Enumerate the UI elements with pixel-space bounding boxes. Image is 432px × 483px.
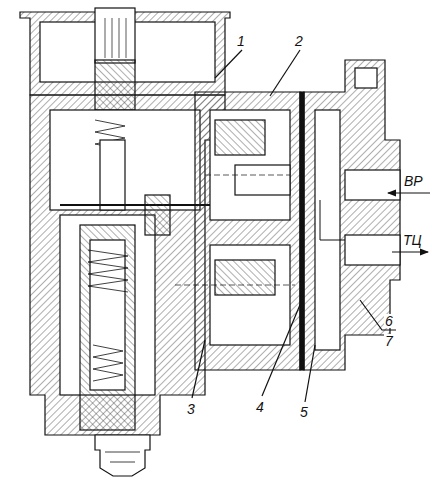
callout-number: 4 <box>255 400 265 414</box>
callout-number: 5 <box>299 405 309 419</box>
port-label: ВР <box>403 174 424 188</box>
callout-number: 6 <box>384 314 394 328</box>
callout-number: 7 <box>384 334 394 348</box>
callout-number: 3 <box>186 402 196 416</box>
callout-number: 2 <box>294 34 304 48</box>
port-label: ТЦ <box>402 233 423 247</box>
callout-number: 1 <box>236 34 246 48</box>
